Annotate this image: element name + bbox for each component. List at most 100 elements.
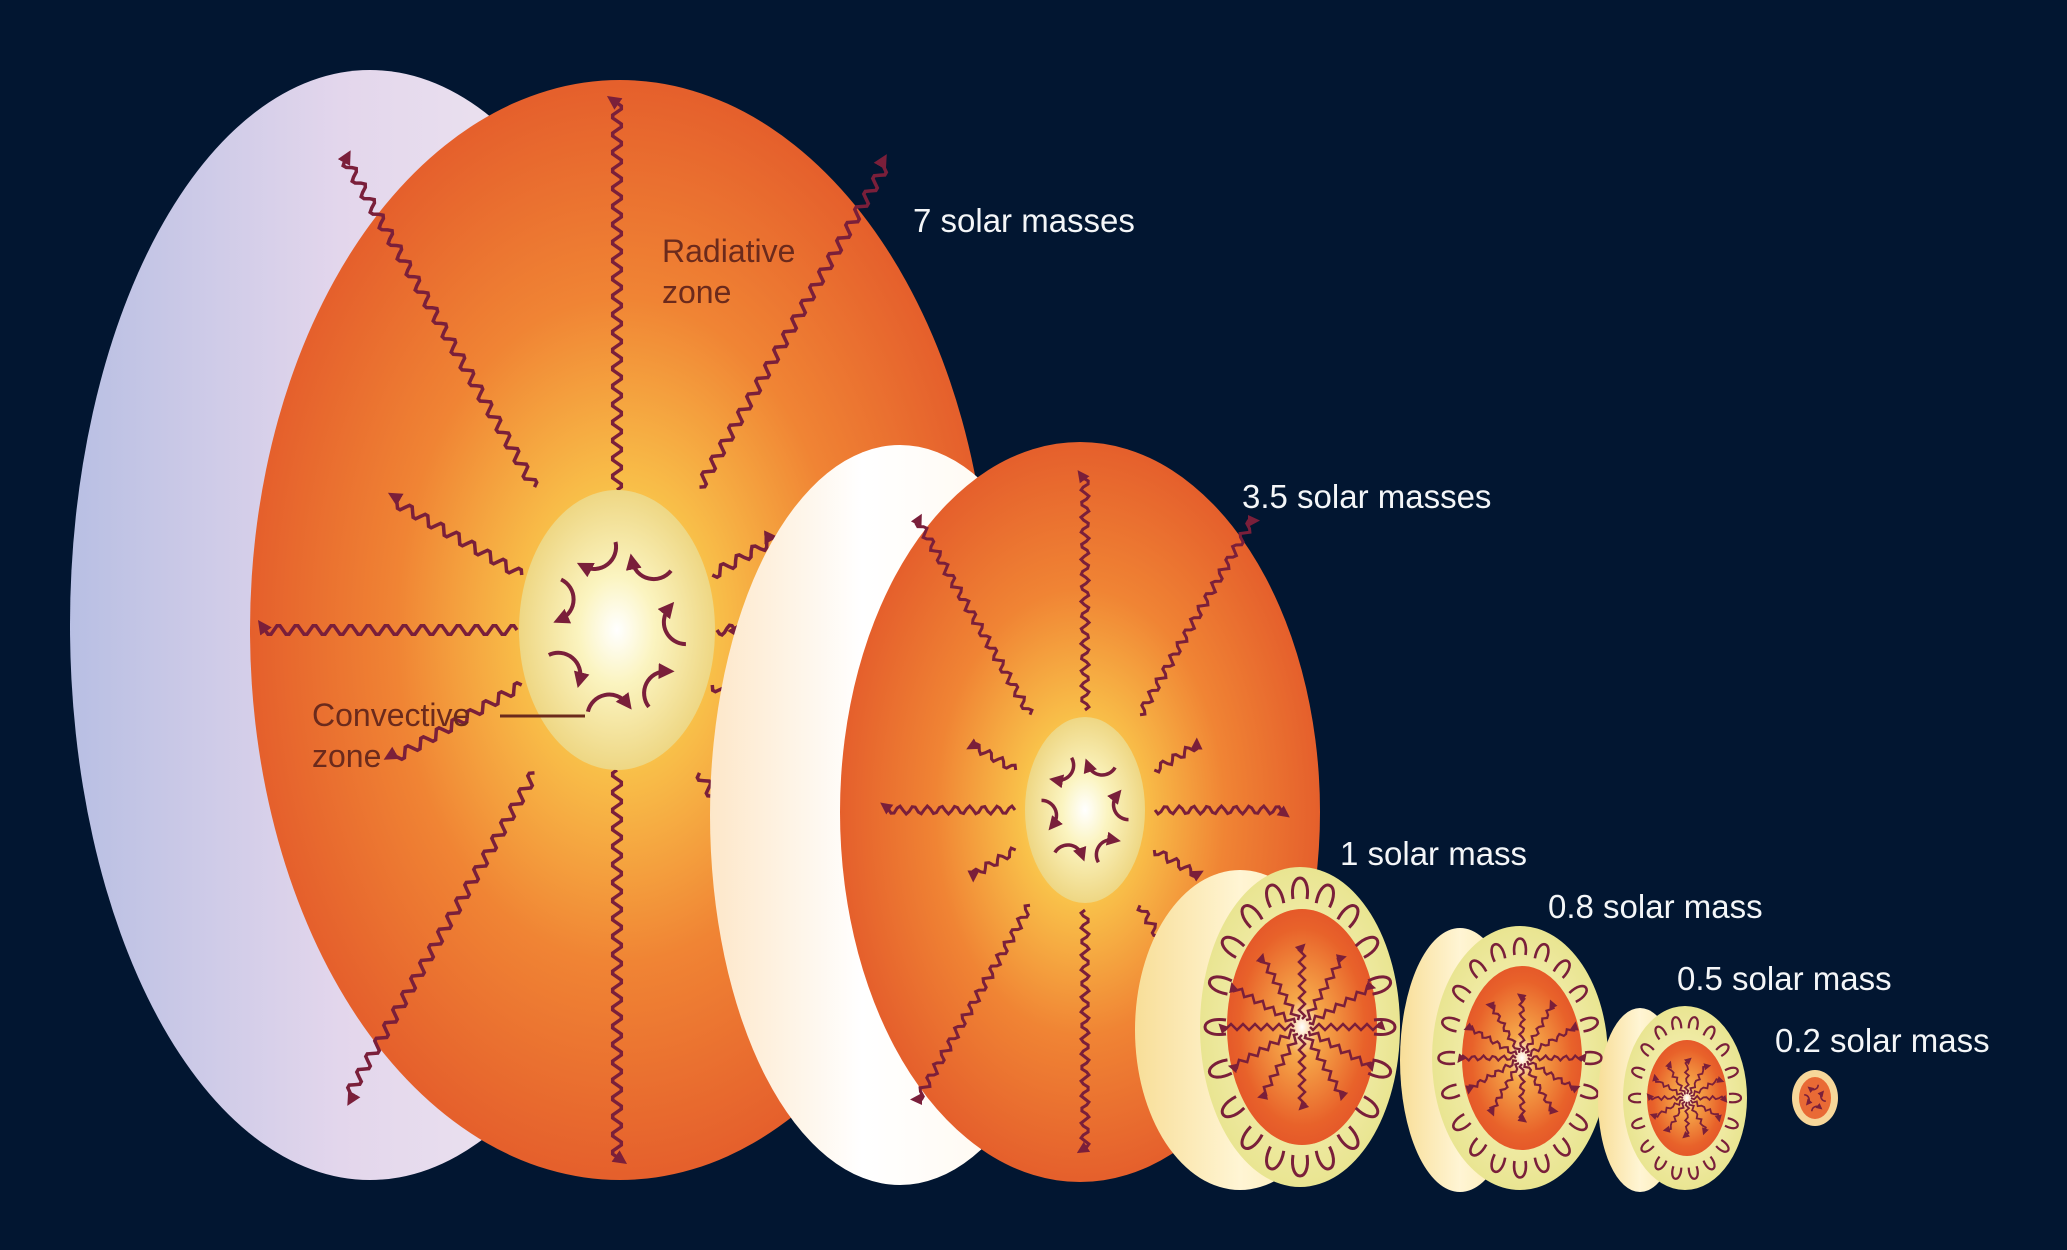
star-0-8-convection-loops [1437,937,1603,1179]
radiation-arrow [1526,1060,1581,1094]
radiation-arrow [1665,1060,1686,1095]
convection-loop [1203,1018,1227,1036]
star-1-radiative-core [1227,909,1377,1145]
convection-loop [1728,1092,1743,1104]
radiation-arrow [1227,1028,1296,1074]
radiation-arrow [1652,1073,1685,1097]
radiation-arrow [1524,999,1558,1054]
convection-loop [1687,1165,1699,1180]
convection-loop [1512,937,1528,956]
convection-loop [1533,943,1550,963]
convection-loop [1724,1117,1739,1130]
convection-loop [1631,1117,1646,1130]
radiation-arrow [1308,980,1377,1026]
radiation-arrow [1153,803,1290,818]
convection-loop [1291,876,1309,900]
convection-loop [1452,984,1472,1004]
star-1-convection-loops [1203,876,1397,1178]
radiation-arrow [910,513,1034,716]
radiation-arrow [1076,908,1091,1154]
convection-loop [1452,1112,1472,1132]
convection-arrow [576,541,619,578]
label-0-5-solar-mass: 0.5 solar mass [1677,960,1892,997]
convection-loop [1702,1155,1716,1171]
convection-loop [1336,904,1360,929]
convection-arrow [547,650,590,689]
convection-arrow [1817,1090,1826,1102]
radiation-arrow [1688,1101,1709,1136]
convection-arrow [1094,831,1121,864]
convection-loop [1654,1155,1668,1171]
radiation-arrow [1516,993,1527,1053]
convection-loop [1533,1153,1550,1173]
convection-loop [1579,1083,1599,1100]
radiation-arrow [1690,1094,1728,1103]
radiation-arrow [1077,470,1092,712]
convection-loop [1671,1016,1683,1031]
convection-loop [1469,1137,1488,1157]
radiation-arrow [1682,1101,1691,1139]
radiation-arrow [387,492,524,576]
convection-arrow [1053,843,1087,862]
radiation-arrow [1688,1063,1712,1096]
radiation-arrow [345,771,535,1106]
label-radiative-zone-line1: Radiative [662,233,795,269]
convection-loop [1552,959,1571,979]
convection-arrow [625,553,673,582]
convection-loop [1208,975,1233,996]
star-0-5-solar-mass [1598,1006,1747,1192]
radiation-arrow [1690,1076,1725,1097]
radiation-arrow [1307,1030,1375,1072]
radiation-arrow [1457,1053,1517,1064]
label-0-2-solar-mass: 0.2 solar mass [1775,1022,1990,1059]
star-0-8-radiation-arrows [1457,993,1587,1123]
star-3-5-convection-arrows [1041,756,1129,864]
convection-loop [1220,1095,1246,1119]
star-0-2-convection-arrows [1804,1084,1826,1112]
radiation-arrow [1683,1057,1692,1095]
convection-loop [1367,975,1392,996]
convection-loop [1314,1145,1335,1171]
convection-loop [1724,1066,1739,1079]
radiation-arrow [1485,1001,1521,1053]
star-1-radiation-arrows [1218,943,1386,1111]
convection-loop [1552,1137,1571,1157]
convection-loop [1715,1138,1730,1153]
radiation-arrow [1465,1059,1517,1095]
radiation-arrow [1463,1022,1518,1056]
convection-loop [1441,1083,1461,1100]
convection-arrow [1811,1102,1823,1112]
radiation-arrow [1649,1099,1684,1120]
radiation-arrow [610,768,628,1165]
convection-loop [1512,1160,1528,1179]
convection-loop [1265,883,1286,909]
convection-loop [1579,1016,1599,1033]
convection-loop [1640,1043,1655,1058]
radiation-arrow [699,154,889,489]
radiation-arrow [257,619,519,637]
label-convective-zone-line2: zone [312,738,381,774]
radiation-arrow [337,150,539,488]
radiation-arrow [1527,1052,1587,1063]
convection-arrow [1083,758,1117,777]
radiation-arrow [1309,1019,1386,1032]
star-0-8-solar-mass [1400,926,1608,1192]
convection-loop [1469,959,1488,979]
radiation-arrow [711,530,779,580]
convection-loop [1654,1025,1668,1041]
radiation-arrow [1646,1093,1684,1102]
radiation-arrow [966,738,1018,771]
radiation-arrow [1229,982,1297,1024]
star-3-5-convective-core [1025,717,1145,903]
star-7-convective-core [519,490,715,770]
radiation-arrow [1257,1032,1299,1100]
radiation-arrow [606,95,624,492]
radiation-arrow [383,680,523,762]
convection-loop [1336,1125,1360,1150]
convection-arrow [1049,756,1076,789]
convection-loop [1490,943,1507,963]
convection-loop [1437,1050,1456,1066]
convection-loop [1640,1138,1655,1153]
